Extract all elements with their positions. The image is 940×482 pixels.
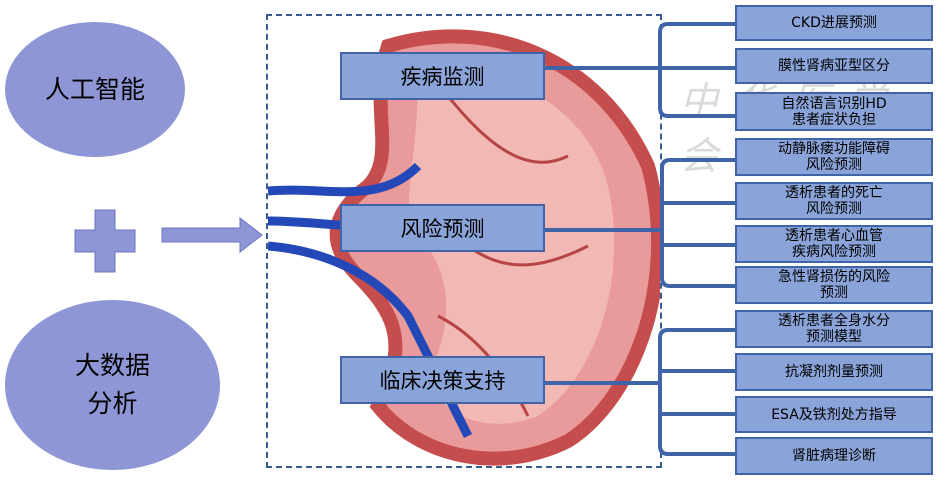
app-label: 透析患者全身水分 [778,313,890,329]
app-label: 风险预测 [806,157,862,173]
app-label: 疾病风险预测 [792,244,876,260]
app-box: 透析患者全身水分预测模型 [735,310,933,348]
bigdata-label-1: 大数据 [74,351,150,380]
app-label: 预测模型 [806,329,862,345]
app-label: 急性肾损伤的风险 [778,269,890,285]
app-label: 动静脉瘘功能障碍 [778,141,890,157]
app-label: 自然语言识别HD [781,95,887,112]
app-box: 抗凝剂剂量预测 [735,353,933,391]
app-box: ESA及铁剂处方指导 [735,396,933,433]
disease-monitoring-box: 疾病监测 [340,52,545,100]
plus-icon [74,209,136,273]
arrow-icon [161,216,263,254]
app-label: 透析患者心血管 [785,228,883,244]
plus-arrow-graphics [74,209,263,273]
app-box: 膜性肾病亚型区分 [735,48,933,84]
app-label: ESA及铁剂处方指导 [771,406,897,423]
app-box: 急性肾损伤的风险预测 [735,266,933,304]
app-box: 透析患者的死亡风险预测 [735,182,933,220]
app-label: 患者症状负担 [792,111,876,128]
app-box: 透析患者心血管疾病风险预测 [735,225,933,263]
bigdata-label-2: 分析 [87,389,138,418]
app-label: 透析患者的死亡 [785,185,883,201]
app-label: 抗凝剂剂量预测 [785,364,883,380]
app-label: CKD进展预测 [791,15,877,31]
ai-label: 人工智能 [44,74,145,104]
risk-prediction-box: 风险预测 [340,204,545,252]
app-label: 预测 [820,285,848,301]
app-label: 膜性肾病亚型区分 [778,58,890,74]
app-label: 肾脏病理诊断 [792,448,876,464]
bigdata-ellipse: 大数据分析 [5,300,220,470]
clinical-decision-box: 临床决策支持 [340,356,545,404]
app-box: 肾脏病理诊断 [735,437,933,475]
ai-ellipse: 人工智能 [5,22,185,157]
app-box: CKD进展预测 [735,5,933,41]
app-label: 风险预测 [806,201,862,217]
app-box: 动静脉瘘功能障碍风险预测 [735,138,933,176]
